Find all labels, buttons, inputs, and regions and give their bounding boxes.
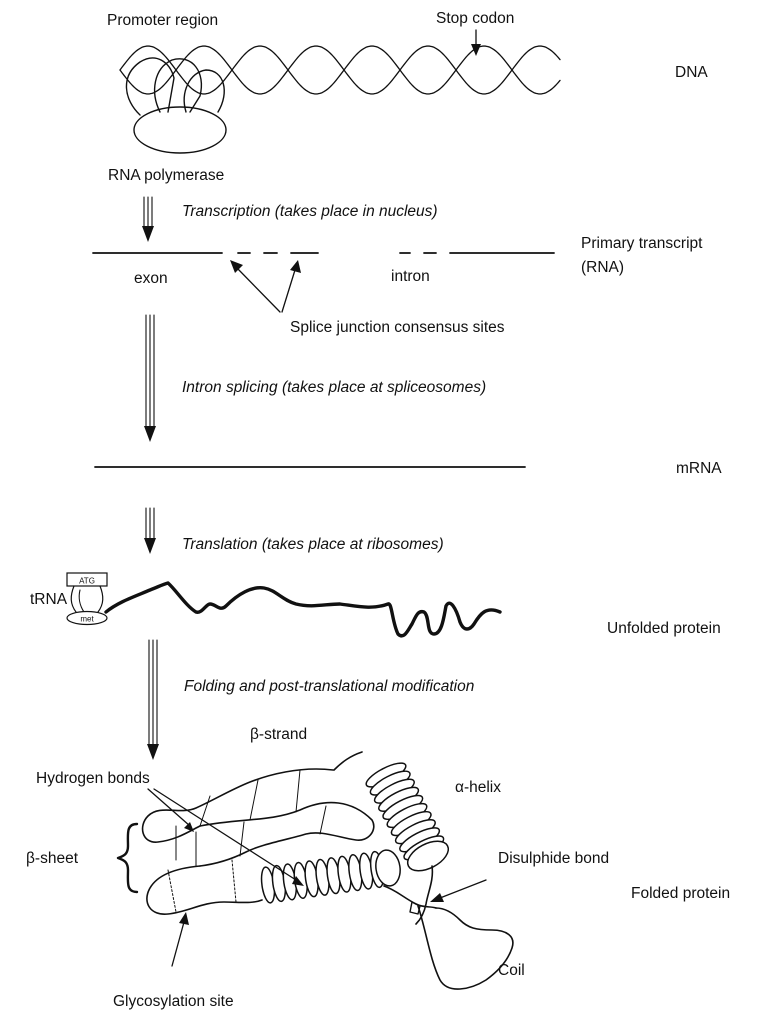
beta-sheet-brace [118,824,137,892]
splicing-step-label: Intron splicing (takes place at spliceos… [182,379,486,396]
trna-atg-label: ATG [79,577,95,586]
trna-met-label: met [80,615,94,624]
promoter-region-label: Promoter region [107,12,218,29]
translation-step-label: Translation (takes place at ribosomes) [182,536,444,553]
hydrogen-bonds-label: Hydrogen bonds [36,770,150,787]
glycosylation-site-arrow [172,912,189,966]
beta-sheet-label: β-sheet [26,850,79,867]
unfolded-protein-chain [106,583,500,636]
folding-step-label: Folding and post-translational modificat… [184,678,474,695]
beta-strand-label: β-strand [250,726,307,743]
rna-polymerase-shape [126,58,226,153]
splicing-arrow [144,315,156,442]
trna-shape: ATG met [67,573,107,625]
primary-transcript-label-line1: Primary transcript [581,235,703,252]
dna-label: DNA [675,64,708,81]
intron-label: intron [391,268,430,285]
coil-label: Coil [498,962,525,979]
beta-sheet-ribbon [143,769,374,914]
transcription-arrow [142,197,154,242]
primary-transcript-label-line2: (RNA) [581,259,624,276]
disulphide-bond-label: Disulphide bond [498,850,609,867]
stop-codon-arrow [471,30,481,56]
folding-arrow [147,640,159,760]
alpha-helix-lower [260,848,403,903]
trna-label: tRNA [30,591,68,608]
transcription-step-label: Transcription (takes place in nucleus) [182,203,438,220]
mrna-label: mRNA [676,460,722,477]
disulphide-bond-arrow [430,880,486,902]
splice-junction-label: Splice junction consensus sites [290,319,505,336]
glycosylation-site-label: Glycosylation site [113,993,234,1010]
stop-codon-label: Stop codon [436,10,514,27]
folded-protein-label: Folded protein [631,885,730,902]
translation-arrow [144,508,156,554]
alpha-helix-label: α-helix [455,779,501,796]
unfolded-protein-label: Unfolded protein [607,620,721,637]
rna-polymerase-label: RNA polymerase [108,167,224,184]
splice-site-arrows [230,260,301,312]
exon-label: exon [134,270,168,287]
